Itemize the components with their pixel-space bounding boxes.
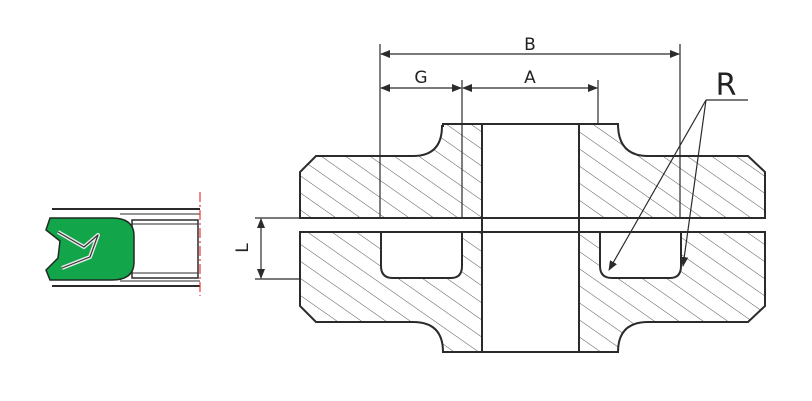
dimension-a-label: A [524, 68, 536, 88]
right-groove [599, 231, 682, 279]
dimension-lines [255, 44, 748, 280]
central-bore [481, 123, 580, 353]
seal-body-green [45, 217, 135, 281]
dimension-g-label: G [414, 68, 427, 88]
left-groove [380, 231, 463, 279]
seal-channel [131, 219, 199, 279]
dimension-l-label: L [233, 243, 253, 253]
seal-cross-section [45, 192, 201, 296]
groove-cross-section [299, 123, 766, 353]
dimension-b-label: B [524, 35, 536, 55]
radius-r-label: R [716, 68, 737, 103]
